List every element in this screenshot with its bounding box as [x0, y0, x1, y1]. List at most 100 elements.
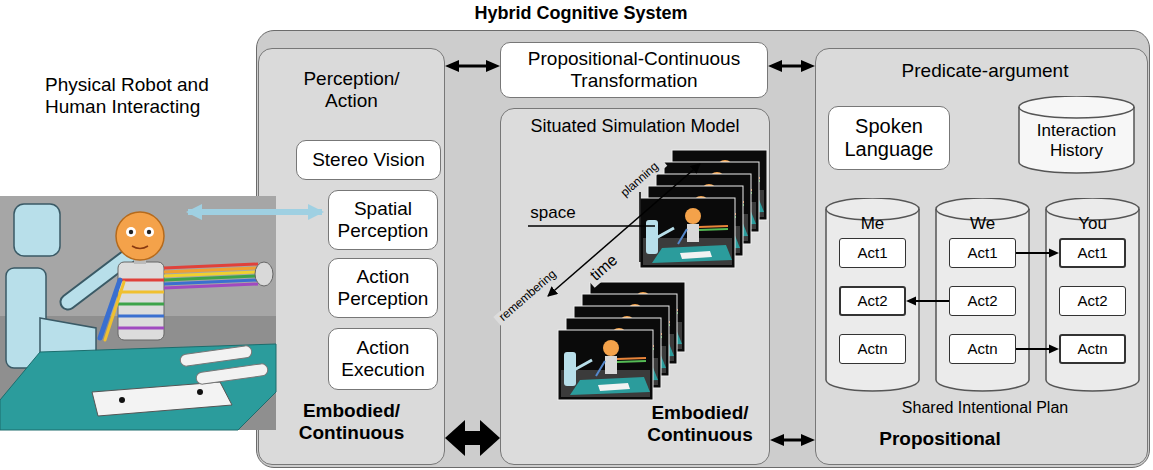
robot-scene — [0, 344, 276, 430]
panel-heading: We — [935, 214, 1030, 234]
illustration-caption: Physical Robot and Human Interacting — [45, 74, 245, 118]
robot-scene — [6, 268, 46, 368]
connector-arrow — [459, 65, 486, 68]
simulation-frames — [664, 162, 759, 232]
connector-arrow — [784, 439, 801, 442]
connector-arrow — [465, 431, 480, 445]
action-box: Act2 — [839, 286, 906, 316]
box-label: Act2 — [857, 292, 887, 309]
robot-scene — [118, 303, 164, 306]
connector-arrow — [782, 65, 801, 68]
robot-scene — [0, 196, 276, 316]
panel-heading: Me — [825, 214, 920, 234]
store-cylinder: MeAct1Act2Actn — [825, 198, 920, 392]
robot-scene — [14, 204, 60, 256]
robot-scene — [92, 382, 232, 416]
box-label: Stereo Vision — [312, 149, 425, 171]
robot-scene — [116, 212, 164, 260]
box-label: Act2 — [967, 292, 997, 309]
box-label: Action Execution — [333, 337, 433, 381]
robot-scene — [68, 252, 134, 302]
axis-label: planning — [613, 155, 667, 205]
robot-scene — [100, 280, 120, 338]
box-label: Actn — [1077, 340, 1107, 357]
robot-scene — [147, 230, 151, 234]
simulation-frames — [528, 150, 767, 400]
cylinder-rim — [1019, 107, 1134, 118]
axis-label: remembering — [493, 265, 562, 328]
simulation-frames — [590, 282, 685, 352]
panel-heading: Situated Simulation Model — [500, 116, 770, 137]
simulation-frames — [656, 174, 751, 244]
store-cylinder: WeAct1Act2Actn — [935, 198, 1030, 392]
panel-footer: Propositional — [870, 428, 1010, 450]
connector-arrow — [916, 300, 949, 302]
simulation-frames — [672, 150, 767, 220]
module-panel: Perception/ ActionEmbodied/ Continuous St… — [258, 48, 445, 465]
action-box: Act2 — [949, 286, 1016, 316]
box-label: Act2 — [1077, 292, 1107, 309]
panel-heading: Hybrid Cognitive System — [256, 3, 906, 24]
connector-arrow — [1016, 348, 1049, 350]
simulation-frames — [639, 192, 641, 262]
robot-scene — [118, 291, 164, 294]
axis-label: time — [583, 248, 625, 288]
simulation-frames — [582, 294, 677, 364]
robot-scene — [129, 230, 133, 234]
action-box: Actn — [839, 334, 906, 364]
robot-scene — [0, 196, 276, 430]
robot-scene — [68, 252, 134, 302]
box-label: Act1 — [1077, 244, 1107, 261]
box-label: Propositional-Continuous Transformation — [505, 48, 763, 92]
box-label: Action Perception — [333, 266, 433, 310]
simulation-frames — [558, 330, 653, 400]
robot-scene — [105, 282, 124, 340]
action-box: Actn — [949, 334, 1016, 364]
robot-scene — [197, 389, 203, 395]
cylinder-body — [1046, 198, 1139, 391]
robot-scene — [164, 276, 258, 280]
panel-footer: Embodied/ Continuous — [283, 400, 420, 444]
robot-scene — [118, 279, 164, 282]
box-label: Spatial Perception — [333, 198, 433, 242]
robot-scene — [119, 397, 125, 403]
simulation-frames — [528, 225, 655, 227]
robot-scene — [180, 345, 253, 367]
box-label: Actn — [857, 340, 887, 357]
axis-label: space — [523, 203, 583, 223]
robot-scene — [164, 284, 258, 288]
robot-scene — [40, 318, 96, 362]
box-label: Actn — [967, 340, 997, 357]
action-box: Actn — [1059, 334, 1126, 364]
robot-scene — [164, 272, 258, 276]
robot-scene — [118, 327, 164, 330]
cylinder-body — [936, 198, 1029, 391]
store-cylinder: Interaction History — [1018, 96, 1135, 174]
action-box: Act2 — [1059, 286, 1126, 316]
simulation-frames — [648, 186, 743, 256]
process-box: Propositional-Continuous Transformation — [500, 42, 768, 98]
store-cylinder: YouAct1Act2Actn — [1045, 198, 1140, 392]
action-box: Act1 — [1059, 238, 1126, 268]
robot-scene — [164, 264, 258, 268]
robot-scene — [0, 196, 276, 430]
robot-scene — [126, 227, 136, 237]
connector-arrow — [1016, 252, 1049, 254]
box-label: Act1 — [857, 244, 887, 261]
process-box: Action Perception — [328, 258, 438, 318]
cylinder-body — [1019, 96, 1134, 173]
box-label: Spoken Language — [833, 115, 945, 161]
panel-footer: Embodied/ Continuous — [640, 402, 760, 446]
process-box: Spoken Language — [828, 106, 950, 170]
process-box: Action Execution — [328, 328, 438, 390]
panel-heading: Perception/ Action — [283, 68, 420, 112]
robot-scene — [118, 315, 164, 318]
robot-scene — [164, 268, 258, 272]
robot-scene — [164, 280, 258, 284]
box-label: Interaction History — [1023, 121, 1130, 160]
simulation-frames — [640, 198, 735, 268]
robot-illustration — [0, 0, 330, 470]
box-label: Act1 — [967, 244, 997, 261]
cylinder-body — [826, 198, 919, 391]
process-box: Stereo Vision — [296, 140, 441, 180]
